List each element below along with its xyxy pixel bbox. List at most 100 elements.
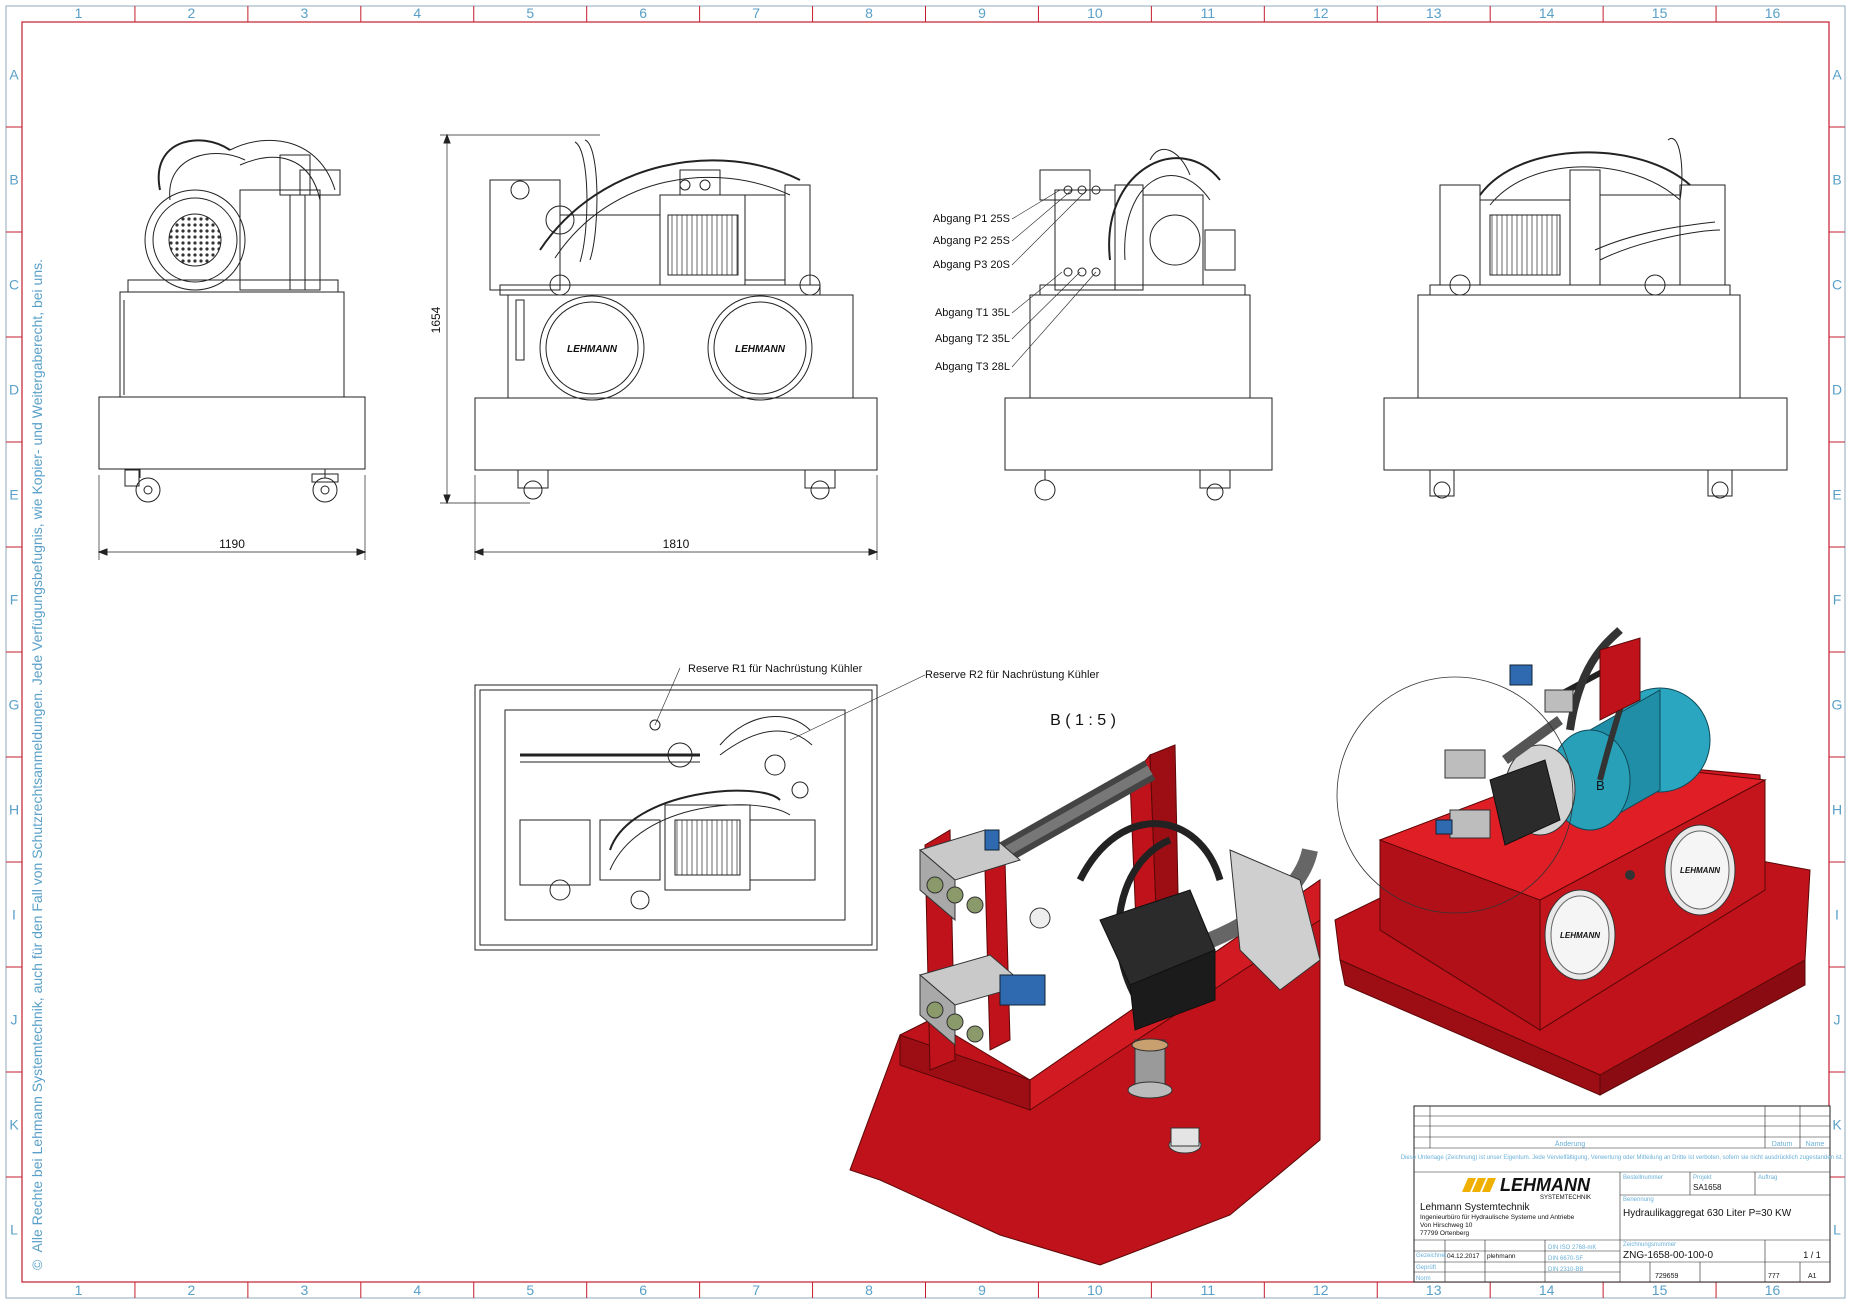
grid-row-label-right: E <box>1832 487 1841 503</box>
company-street: Von Hirschweg 10 <box>1420 1222 1473 1229</box>
grid-row-label-left: D <box>9 382 19 398</box>
grid-column-label-top: 10 <box>1087 5 1103 21</box>
dimension-height: 1654 <box>429 306 443 333</box>
iso-render <box>1334 627 1811 1096</box>
norm-label: Norm <box>1416 1276 1431 1282</box>
grid-column-label-bottom: 11 <box>1201 1282 1216 1298</box>
svg-text:LEHMANN: LEHMANN <box>735 344 786 355</box>
checked-label: Geprüft <box>1416 1265 1436 1271</box>
reserve-label-r1: Reserve R1 für Nachrüstung Kühler <box>688 663 863 675</box>
grid-row-label-right: B <box>1832 172 1841 188</box>
title-label: Benennung <box>1623 1197 1654 1203</box>
grid-row-label-right: C <box>1832 277 1842 293</box>
port-label-p1: Abgang P1 25S <box>933 213 1010 225</box>
revision-header-label: Änderung <box>1555 1140 1585 1148</box>
iso-tank-logo-1: LEHMANN <box>1560 931 1600 940</box>
grid-column-label-bottom: 1 <box>75 1282 83 1298</box>
revision-header-name: Name <box>1806 1141 1825 1148</box>
tank-logo-front-2: LEHMANN <box>735 344 786 355</box>
detail-b-render <box>849 744 1321 1266</box>
size-code: 777 <box>1768 1273 1780 1280</box>
port-label-p2: Abgang P2 25S <box>933 235 1010 247</box>
port-label-p3: Abgang P3 20S <box>933 259 1010 271</box>
top-view <box>474 667 926 951</box>
grid-row-label-right: A <box>1832 67 1842 83</box>
grid-row-label-left: G <box>9 697 20 713</box>
grid-column-label-bottom: 3 <box>300 1282 308 1298</box>
standard-2: DIN 6670-SF <box>1548 1256 1583 1262</box>
company-description: Ingenieurbüro für Hydraulische Systeme u… <box>1420 1214 1575 1221</box>
standard-3: DIN 2310-BB <box>1548 1267 1583 1273</box>
company-logo: LEHMANN SYSTEMTECHNIK <box>1462 1175 1591 1201</box>
grid-column-label-top: 5 <box>526 5 534 21</box>
port-labels: Abgang P1 25S Abgang P2 25S Abgang P3 20… <box>933 213 1010 373</box>
grid-column-label-bottom: 14 <box>1539 1282 1555 1298</box>
dimension-length-front: 1810 <box>663 537 690 551</box>
grid-column-label-top: 1 <box>75 5 83 21</box>
tank-logo-front-1: LEHMANN <box>567 344 618 355</box>
port-label-t1: Abgang T1 35L <box>935 307 1010 319</box>
copyright-notice: © Alle Rechte bei Lehmann Systemtechnik,… <box>29 259 45 1270</box>
svg-text:© Alle Rechte bei Lehman: © Alle Rechte bei Lehmann Systemtechnik,… <box>29 259 45 1270</box>
grid-column-label-top: 6 <box>639 5 647 21</box>
grid-row-label-right: L <box>1833 1222 1841 1238</box>
grid-column-label-bottom: 16 <box>1765 1282 1781 1298</box>
grid-column-label-bottom: 13 <box>1426 1282 1442 1298</box>
grid-column-label-bottom: 9 <box>978 1282 986 1298</box>
project-number: SA1658 <box>1693 1183 1722 1192</box>
article-number: 729659 <box>1655 1273 1678 1280</box>
port-side-view <box>1004 148 1273 501</box>
side-view-left <box>97 139 367 560</box>
reserve-label-r2: Reserve R2 für Nachrüstung Kühler <box>925 669 1100 681</box>
grid-row-label-right: H <box>1832 802 1842 818</box>
grid-column-label-bottom: 4 <box>413 1282 421 1298</box>
grid-column-label-top: 7 <box>752 5 760 21</box>
reserve-labels: Reserve R1 für Nachrüstung Kühler Reserv… <box>688 663 1100 681</box>
detail-title: B ( 1 : 5 ) <box>1050 712 1116 729</box>
grid-column-label-top: 4 <box>413 5 421 21</box>
grid-column-label-bottom: 2 <box>188 1282 196 1298</box>
iso-tank-logo-2: LEHMANN <box>1680 866 1720 875</box>
grid-column-label-top: 15 <box>1652 5 1668 21</box>
order-number-label: Bestellnummer <box>1623 1175 1663 1181</box>
grid-row-label-left: I <box>12 907 16 923</box>
grid-column-label-top: 13 <box>1426 5 1442 21</box>
front-view <box>440 133 879 560</box>
company-city: 77799 Ortenberg <box>1420 1230 1470 1237</box>
grid-column-label-top: 11 <box>1201 5 1216 21</box>
grid-column-label-top: 3 <box>300 5 308 21</box>
copyright-symbol: © <box>29 1259 45 1270</box>
dimension-width-side: 1190 <box>219 537 245 551</box>
rear-view <box>1383 137 1788 499</box>
company-logo-text: LEHMANN <box>1500 1175 1591 1195</box>
order-label: Auftrag <box>1758 1175 1777 1181</box>
grid-row-label-right: K <box>1832 1117 1842 1133</box>
grid-row-label-left: A <box>9 67 19 83</box>
grid-column-label-top: 14 <box>1539 5 1555 21</box>
ownership-notice: Diese Unterlage (Zeichnung) ist unser Ei… <box>1401 1155 1844 1161</box>
port-label-t2: Abgang T2 35L <box>935 333 1010 345</box>
grid-row-label-left: H <box>9 802 19 818</box>
grid-column-label-bottom: 7 <box>752 1282 760 1298</box>
grid-column-label-bottom: 5 <box>526 1282 534 1298</box>
standard-1: DIN ISO 2768-mK <box>1548 1245 1596 1251</box>
sheet-number: 1 / 1 <box>1803 1250 1821 1260</box>
revision-header-date: Datum <box>1772 1141 1793 1148</box>
project-label: Projekt <box>1693 1175 1712 1181</box>
drawn-label: Gezeichnet <box>1416 1253 1447 1259</box>
drawn-date: 04.12.2017 <box>1447 1253 1480 1260</box>
svg-text:LEHMANN: LEHMANN <box>567 344 618 355</box>
svg-text:LEHMANN: LEHMANN <box>1680 866 1720 875</box>
detail-marker: B <box>1596 778 1605 793</box>
grid-row-label-right: D <box>1832 382 1842 398</box>
drawing-number: ZNG-1658-00-100-0 <box>1623 1250 1713 1261</box>
drawn-name: plehmann <box>1487 1253 1516 1260</box>
grid-row-label-left: E <box>9 487 18 503</box>
grid-column-label-top: 16 <box>1765 5 1781 21</box>
grid-column-label-top: 2 <box>188 5 196 21</box>
copyright-text: Alle Rechte bei Lehmann Systemtechnik, a… <box>29 259 45 1253</box>
paper-format: A1 <box>1808 1273 1817 1280</box>
grid-column-label-bottom: 15 <box>1652 1282 1668 1298</box>
